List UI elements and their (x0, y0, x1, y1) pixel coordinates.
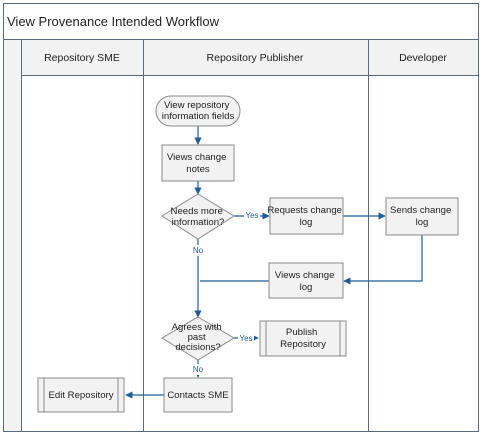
edge-label-bg-needs-yes (244, 210, 260, 221)
needs-more-info-label: Needs more information? (171, 206, 226, 228)
views-change-notes-line-1: Views change (167, 152, 227, 163)
sends-change-log-line-1: Sends change (390, 205, 451, 216)
requests-change-log-line-2: log (300, 217, 313, 228)
pool-title-band (3, 3, 479, 40)
views-change-log-line-2: log (300, 282, 313, 293)
edge-label-bg-needs-no (192, 245, 205, 256)
agrees-decision-label: Agrees with past decisions? (172, 322, 225, 353)
views-change-notes-line-2: notes (186, 164, 210, 175)
contacts-sme-node (163, 377, 233, 413)
edit-repository-label: Edit Repository (48, 390, 113, 401)
needs-more-info-line-2: information? (172, 217, 225, 228)
agrees-decision-line-3: decisions? (175, 342, 220, 353)
lane-label-repository-sme: Repository SME (44, 52, 120, 64)
contacts-sme-label: Contacts SME (167, 390, 228, 401)
edge-label-bg-agrees-no (192, 364, 205, 375)
requests-change-log-node (269, 197, 344, 235)
views-change-log-label: Views change log (275, 270, 337, 293)
lane-label-developer: Developer (399, 52, 447, 64)
agrees-decision-line-1: Agrees with (172, 322, 222, 333)
publish-repository-line-2: Repository (280, 339, 326, 350)
edge-label-needs-no: No (193, 246, 204, 255)
start-node-label: View repository information fields (162, 100, 235, 122)
contacts-sme-line-1: Contacts SME (167, 390, 228, 401)
start-node-line-1: View repository (164, 100, 230, 111)
edge-label-agrees-yes: Yes (239, 334, 252, 343)
agrees-decision-line-2: past (188, 332, 206, 343)
edit-repository-node (37, 377, 125, 413)
edge-label-agrees-no: No (193, 365, 204, 374)
views-change-log-line-1: Views change (275, 270, 335, 281)
needs-more-info-line-1: Needs more (171, 206, 223, 217)
requests-change-log-line-1: Requests change (267, 205, 342, 216)
edge-sends-to-views-log (343, 235, 423, 285)
lane-label-repository-publisher: Repository Publisher (207, 52, 304, 64)
publish-repository-node (259, 320, 347, 357)
edge-label-needs-yes: Yes (245, 211, 258, 220)
edge-label-bg-agrees-yes (238, 332, 254, 343)
needs-more-info-decision (161, 193, 235, 240)
lane-header-band (21, 39, 479, 76)
requests-change-log-label: Requests change log (267, 205, 344, 228)
edit-repository-line-1: Edit Repository (48, 390, 113, 401)
sends-change-log-label: Sends change log (390, 205, 454, 228)
agrees-decision (161, 316, 235, 361)
views-change-notes-node (161, 144, 235, 182)
publish-repository-label: Publish Repository (280, 327, 326, 350)
views-change-notes-label: Views change notes (167, 152, 229, 175)
publish-repository-line-1: Publish (286, 327, 317, 338)
sends-change-log-node (385, 197, 459, 236)
start-node-line-2: information fields (162, 111, 235, 122)
start-node (155, 95, 241, 127)
sends-change-log-line-2: log (416, 217, 429, 228)
views-change-log-node (268, 262, 344, 299)
diagram-title: View Provenance Intended Workflow (7, 14, 220, 29)
pool-gutter (3, 39, 22, 432)
